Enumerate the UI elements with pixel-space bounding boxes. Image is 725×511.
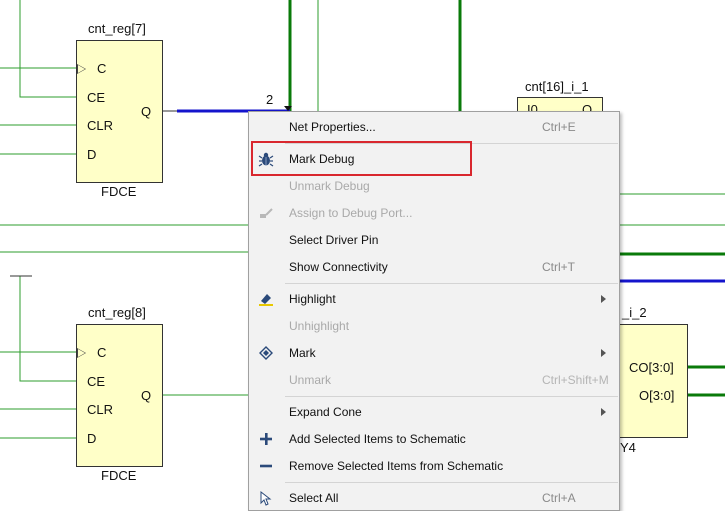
pin-label: CLR	[87, 118, 114, 133]
pin-label: CO[3:0]	[629, 360, 674, 375]
menu-item-label: Select Driver Pin	[289, 233, 379, 247]
pin-label: I0	[527, 102, 538, 117]
menu-separator	[285, 482, 618, 483]
menu-item-show-connectivity[interactable]: Show Connectivity Ctrl+T	[249, 255, 619, 279]
menu-item-highlight[interactable]: Highlight	[249, 287, 619, 311]
wire	[19, 276, 76, 382]
menu-item-label: Select All	[289, 491, 339, 505]
cell-name-lut16: cnt[16]_i_1	[525, 79, 589, 94]
cell-type-carry: Y4	[620, 440, 636, 455]
pin-label: CLR	[87, 402, 114, 417]
menu-item-select-all[interactable]: Select All Ctrl+A	[249, 486, 619, 510]
menu-item-label: Add Selected Items to Schematic	[289, 432, 466, 446]
bug-icon	[258, 152, 274, 167]
menu-item-shortcut: Ctrl+E	[542, 120, 576, 134]
pin-label: Q	[141, 104, 152, 119]
menu-item-mark[interactable]: Mark	[249, 341, 619, 365]
pin-label: C	[97, 345, 107, 360]
cell-reg8[interactable]: C CE CLR D Q	[76, 324, 163, 467]
menu-item-label: Assign to Debug Port...	[289, 206, 413, 220]
menu-item-add-to-schematic[interactable]: Add Selected Items to Schematic	[249, 427, 619, 451]
cell-reg7[interactable]: C CE CLR D Q	[76, 40, 163, 183]
menu-item-label: Mark Debug	[289, 152, 355, 166]
menu-separator	[285, 143, 618, 144]
menu-item-label: Unmark	[289, 373, 332, 387]
cell-name-carry: _i_2	[622, 305, 647, 320]
mark-debug-highlight-box	[251, 141, 472, 176]
menu-item-shortcut: Ctrl+A	[542, 491, 576, 505]
menu-item-label: Remove Selected Items from Schematic	[289, 459, 504, 473]
probe-icon	[260, 208, 273, 218]
clock-pin-marker	[77, 348, 86, 358]
pin-label: CE	[87, 90, 106, 105]
highlighter-icon	[259, 294, 273, 306]
menu-item-remove-from-schematic[interactable]: Remove Selected Items from Schematic	[249, 454, 619, 478]
menu-item-label: Unmark Debug	[289, 179, 370, 193]
cell-type-reg7: FDCE	[101, 184, 137, 199]
menu-item-label: Show Connectivity	[289, 260, 388, 274]
menu-item-label: Mark	[289, 346, 316, 360]
menu-item-label: Net Properties...	[289, 120, 376, 134]
cell-name-reg8: cnt_reg[8]	[88, 305, 146, 320]
pin-label: CE	[87, 374, 106, 389]
wire	[19, 0, 76, 98]
menu-item-net-properties[interactable]: Net Properties... Ctrl+E	[249, 115, 619, 139]
minus-icon	[260, 464, 272, 468]
menu-separator	[285, 396, 618, 397]
menu-item-expand-cone[interactable]: Expand Cone	[249, 400, 619, 424]
menu-item-unmark[interactable]: Unmark Ctrl+Shift+M	[249, 368, 619, 392]
menu-item-unhighlight[interactable]: Unhighlight	[249, 314, 619, 338]
bus-width-label: 2	[266, 92, 274, 107]
pin-label: D	[87, 147, 97, 162]
pin-label: O[3:0]	[639, 388, 675, 403]
context-menu: Net Properties... Ctrl+E Mark Debug Unma…	[248, 111, 620, 511]
mark-diamond-icon	[259, 346, 273, 360]
submenu-arrow-icon	[601, 408, 606, 416]
pin-label: Q	[141, 388, 152, 403]
cell-type-reg8: FDCE	[101, 468, 137, 483]
menu-separator	[285, 283, 618, 284]
net-arrow	[284, 106, 292, 111]
cell-name-reg7: cnt_reg[7]	[88, 21, 146, 36]
pin-label: O	[582, 102, 593, 117]
submenu-arrow-icon	[601, 349, 606, 357]
clock-pin-marker	[77, 64, 86, 74]
menu-item-unmark-debug[interactable]: Unmark Debug	[249, 174, 619, 198]
menu-item-label: Expand Cone	[289, 405, 362, 419]
plus-icon	[260, 433, 272, 445]
pin-label: C	[97, 61, 107, 76]
menu-item-select-driver-pin[interactable]: Select Driver Pin	[249, 228, 619, 252]
menu-item-shortcut: Ctrl+Shift+M	[542, 373, 609, 387]
menu-item-mark-debug[interactable]: Mark Debug	[249, 147, 619, 171]
menu-item-label: Unhighlight	[289, 319, 350, 333]
submenu-arrow-icon	[601, 295, 606, 303]
pin-label: D	[87, 431, 97, 446]
menu-item-shortcut: Ctrl+T	[542, 260, 575, 274]
menu-item-label: Highlight	[289, 292, 336, 306]
select-all-icon	[260, 490, 272, 506]
menu-item-assign-debug-port[interactable]: Assign to Debug Port...	[249, 201, 619, 225]
